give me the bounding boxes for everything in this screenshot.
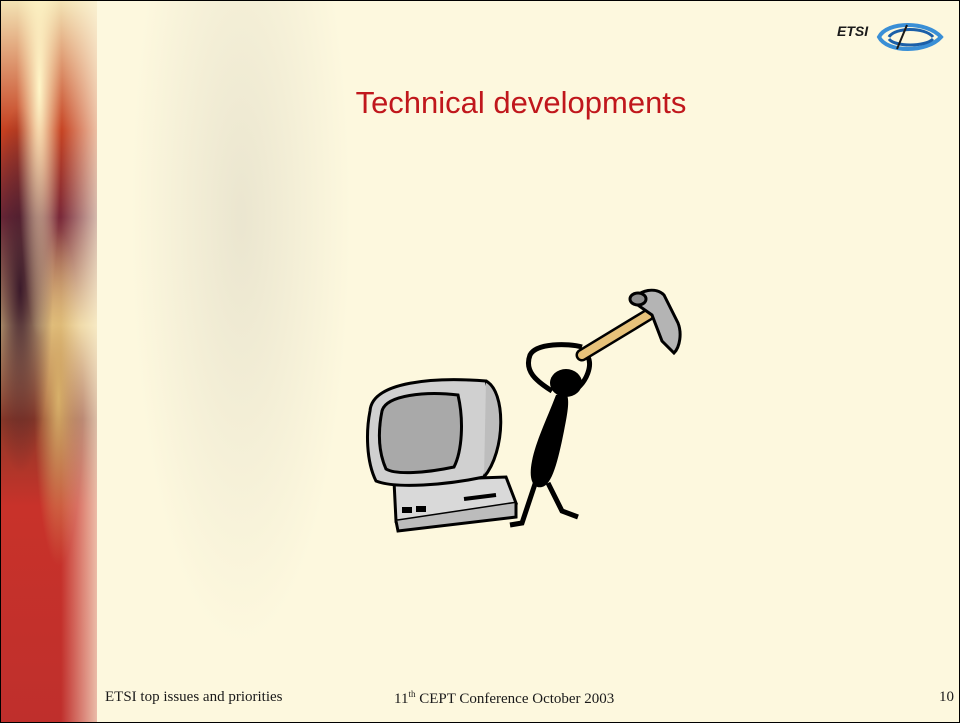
logo-text: ETSI [837,23,869,39]
logo-swirl-icon [876,23,944,51]
footer-center: 11th CEPT Conference October 2003 [394,689,614,708]
slide-title: Technical developments [355,85,687,120]
footer-left: ETSI top issues and priorities [105,689,283,705]
decorative-fade [61,1,171,722]
frustrated-person-hammer-computer-icon [366,288,682,533]
page-number: 10 [939,689,954,705]
footer-center-number: 11 [394,691,409,707]
decorative-swoosh [111,1,371,722]
etsi-logo: ETSI [837,17,949,57]
footer-center-sup: th [408,689,416,699]
footer-center-text: CEPT Conference October 2003 [415,691,615,707]
